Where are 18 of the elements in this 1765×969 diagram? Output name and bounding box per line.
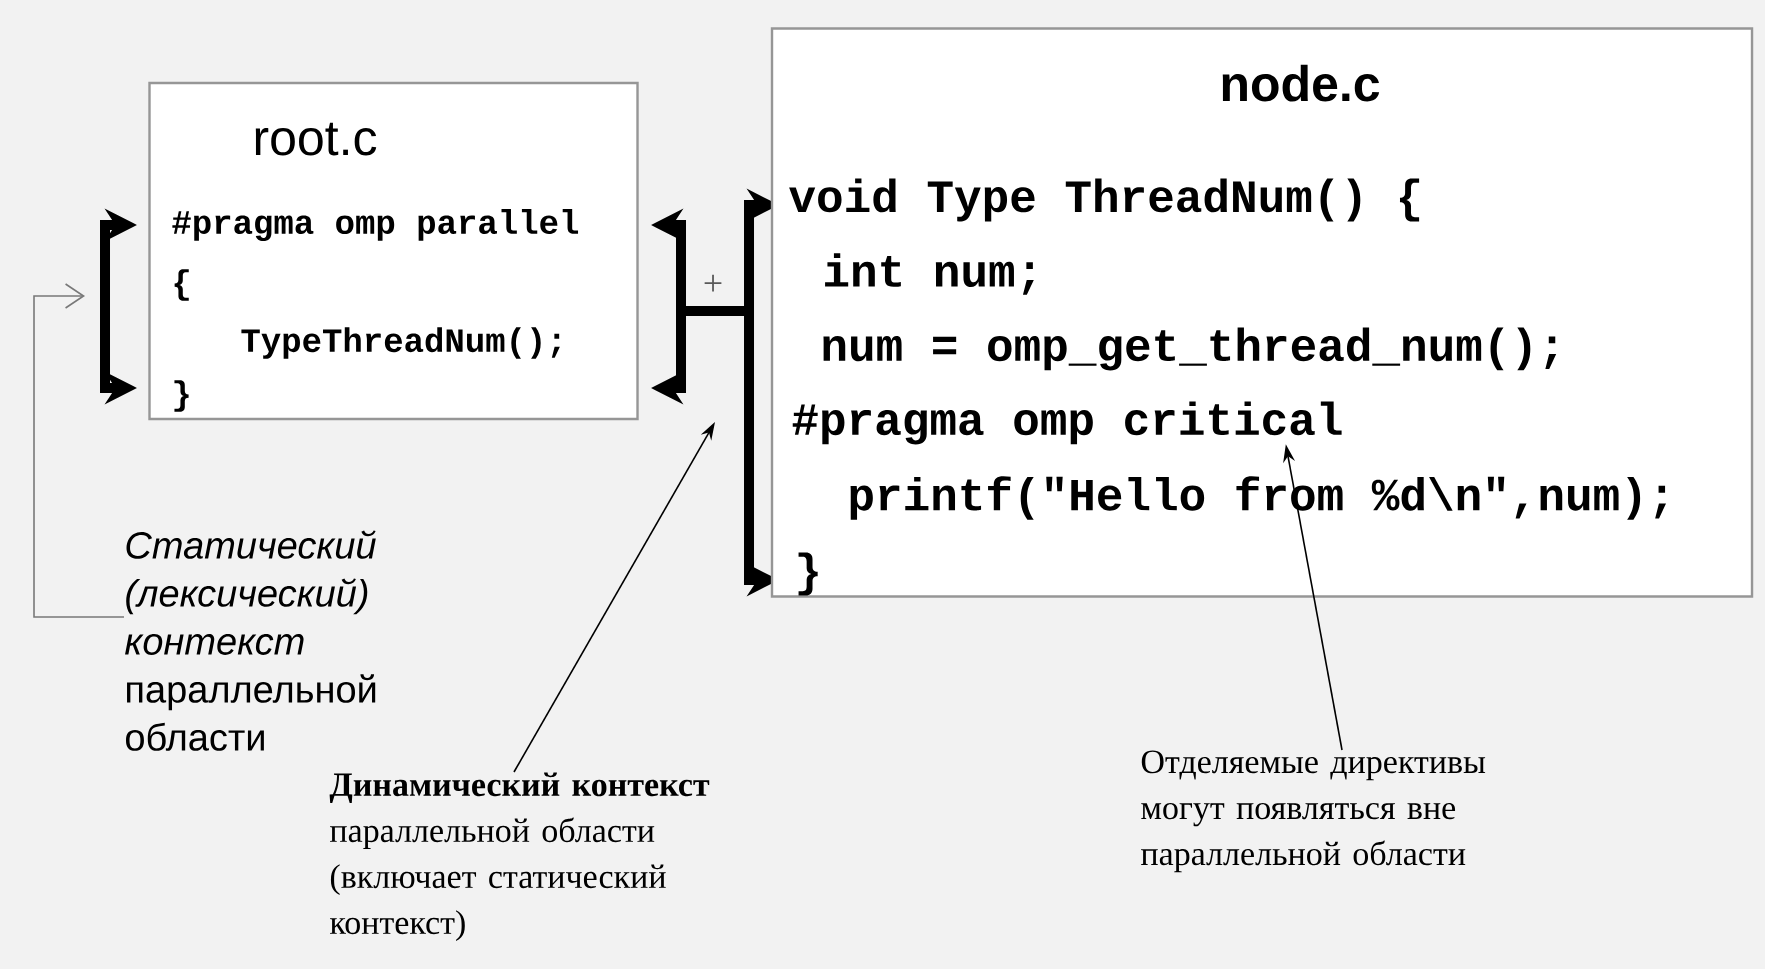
leader-line [33, 283, 125, 618]
code-line: void Type ThreadNum() { [789, 178, 1420, 222]
code-line: { [174, 269, 189, 301]
plus-sign: + [704, 274, 722, 292]
code-line: #pragma omp parallel [172, 209, 579, 241]
file-name: root.c [255, 122, 377, 156]
code-line: } [174, 380, 189, 412]
annotation-text: Отделяемые директивы могут появляться вне параллельной области [1141, 750, 1486, 873]
annotation-text: Статический (лексический) контекст параллельной области [125, 530, 376, 751]
code-line: TypeThreadNum(); [241, 327, 560, 359]
code-line: int num; [825, 253, 1034, 295]
code-box [148, 81, 639, 421]
code-box [770, 27, 1754, 598]
annotation-text: Динамический контекст параллельной области (включает статический контекст) [329, 772, 710, 942]
code-line: #pragma omp critical [792, 401, 1342, 445]
code-line: } [798, 552, 818, 596]
file-name: node.c [1222, 64, 1380, 102]
code-line: num = omp_get_thread_num(); [823, 327, 1557, 371]
